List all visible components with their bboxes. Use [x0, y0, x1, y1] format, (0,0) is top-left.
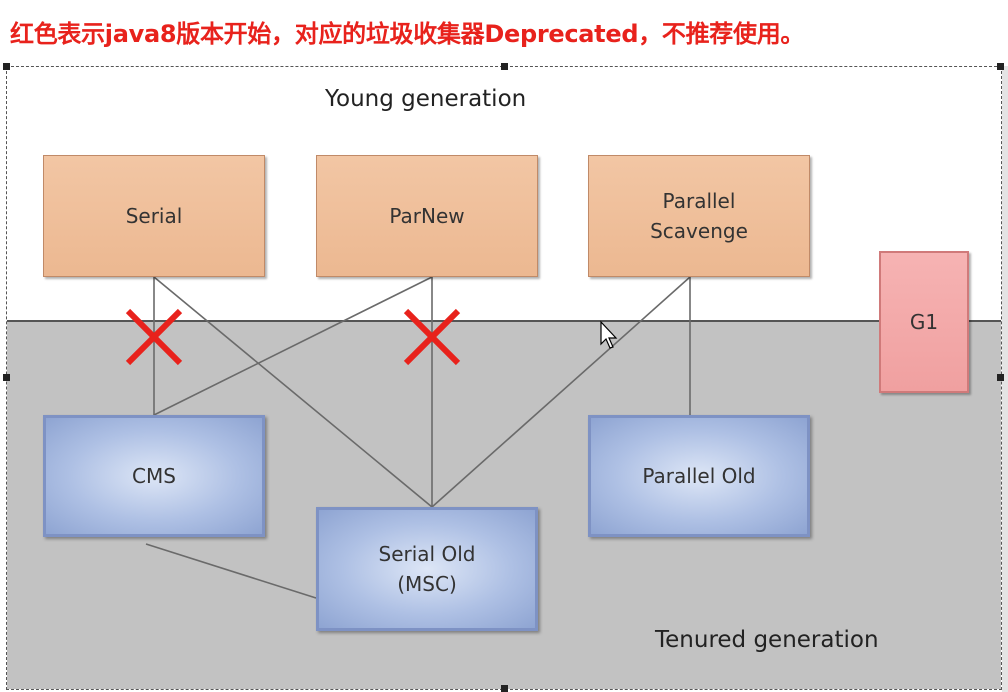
collector-g1-label: G1	[909, 310, 939, 334]
deprecation-note: 红色表示java8版本开始，对应的垃圾收集器Deprecated，不推荐使用。	[10, 20, 805, 48]
link-cms-to-serial-old	[145, 543, 317, 599]
deprecated-cross-icon	[403, 308, 461, 366]
deprecated-cross-icon	[125, 308, 183, 366]
link-serial-to-serial-old	[153, 276, 433, 508]
collector-parallel-scavenge: Parallel Scavenge	[588, 155, 810, 277]
young-generation-label: Young generation	[325, 86, 527, 112]
collector-parallel-old-label: Parallel Old	[642, 464, 756, 488]
link-parnew-to-cms	[153, 276, 433, 416]
resize-handle-mid-left[interactable]	[3, 374, 10, 381]
link-parallel-scavenge-to-serial-old	[431, 276, 691, 508]
collector-cms: CMS	[43, 415, 265, 537]
resize-handle-top-left[interactable]	[3, 63, 10, 70]
gc-diagram-frame	[6, 66, 1002, 690]
collector-parallel-scavenge-label: Parallel Scavenge	[650, 189, 748, 243]
collector-cms-label: CMS	[132, 464, 176, 488]
resize-handle-bottom-mid[interactable]	[501, 685, 508, 692]
collector-parnew-label: ParNew	[389, 204, 465, 228]
collector-serial-old-label: Serial Old (MSC)	[378, 542, 476, 596]
generation-divider	[7, 320, 1001, 322]
collector-parnew: ParNew	[316, 155, 538, 277]
collector-parallel-old: Parallel Old	[588, 415, 810, 537]
mouse-cursor-icon	[600, 320, 618, 349]
collector-g1: G1	[879, 251, 969, 393]
collector-serial-old: Serial Old (MSC)	[316, 507, 538, 631]
collector-serial: Serial	[43, 155, 265, 277]
scroll-edge	[1002, 66, 1008, 692]
tenured-generation-label: Tenured generation	[655, 627, 879, 653]
resize-handle-top-mid[interactable]	[501, 63, 508, 70]
collector-serial-label: Serial	[125, 204, 183, 228]
resize-handle-mid-right[interactable]	[997, 374, 1004, 381]
resize-handle-top-right[interactable]	[997, 63, 1004, 70]
